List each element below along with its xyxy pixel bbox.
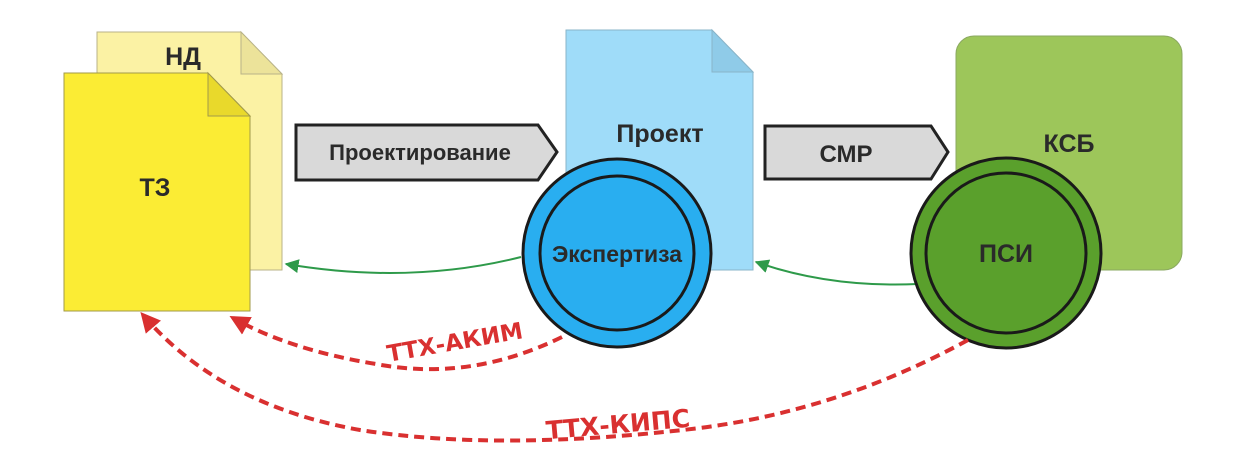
psi-label: ПСИ [979,240,1033,268]
project-label: Проект [616,120,703,148]
psi-circle: ПСИ [909,156,1103,350]
expertise-label: Экспертиза [552,241,682,267]
expertise-return-arrow [284,256,522,274]
expertise-circle: Экспертиза [521,157,713,349]
nd-label: НД [165,43,201,71]
tz-document: ТЗ [63,71,252,312]
ksb-label: КСБ [1044,130,1095,158]
smr-arrow: СМР [763,124,950,181]
design-arrow: Проектирование [294,123,559,182]
design-arrow-label: Проектирование [329,140,511,165]
psi-return-arrow [754,259,919,286]
smr-arrow-label: СМР [819,141,872,168]
tz-label: ТЗ [140,174,171,202]
tth-kips-arrow [140,311,969,443]
tth-kips-label: ТТХ-КИПС [545,404,691,445]
tth-akim-label: ТТХ-АКИМ [385,318,525,367]
